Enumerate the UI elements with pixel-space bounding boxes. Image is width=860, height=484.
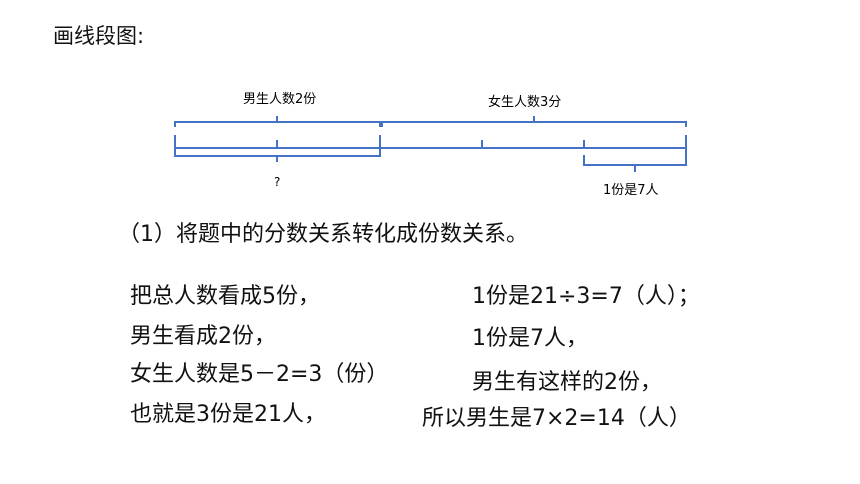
right-line-1: 1份是21÷3=7（人）； <box>472 284 700 309</box>
girls-label: 女生人数3分 <box>488 94 561 110</box>
girls-top-brace <box>381 121 687 127</box>
right-line-3: 男生有这样的2份， <box>472 370 662 395</box>
left-line-3: 女生人数是5－2=3（份） <box>130 362 389 387</box>
step-1-text: （1）将题中的分数关系转化成份数关系。 <box>118 222 528 247</box>
page-heading: 画线段图: <box>53 24 145 48</box>
left-line-4: 也就是3份是21人， <box>130 402 326 427</box>
one-part-label: 1份是7人 <box>603 183 659 198</box>
left-line-2: 男生看成2份， <box>130 324 276 349</box>
boys-top-brace <box>174 121 381 127</box>
right-line-4: 所以男生是7×2=14（人） <box>422 406 691 431</box>
boys-bottom-brace <box>174 150 381 157</box>
left-line-1: 把总人数看成5份， <box>130 284 320 309</box>
line-segment-diagram: 男生人数2份 女生人数3分 ? 1份是7人 <box>174 92 687 198</box>
right-line-2: 1份是7人， <box>472 326 588 351</box>
boys-label: 男生人数2份 <box>243 92 316 107</box>
one-part-brace <box>583 155 687 166</box>
question-mark: ? <box>274 175 280 189</box>
